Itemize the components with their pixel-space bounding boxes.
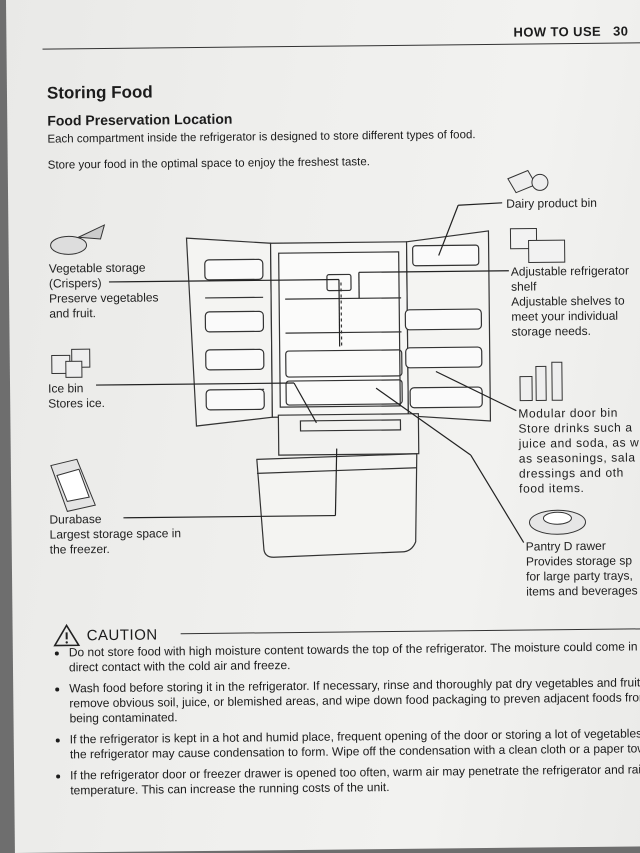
ice-cube-icon [51,348,91,378]
durabase-title: Durabase [49,512,102,527]
frozen-bag-icon [50,458,96,512]
refrigerator-diagram [50,169,586,558]
vegetable-title: Vegetable storage [48,260,146,276]
freezer-drawer [256,453,418,558]
pantry-desc-3: items and beverages [526,583,638,599]
door-desc-5: food items. [519,480,585,496]
platter-icon [529,509,586,535]
durabase-desc-1: Largest storage space in [49,526,182,542]
caution-list: Do not store food with high moisture con… [51,639,640,804]
durabase-label: Durabase Largest storage space in the fr… [49,511,181,557]
shelf-desc-2: meet your individual [511,308,619,324]
pantry-label: Pantry D rawer Provides storage sp for l… [526,538,638,599]
durabase-desc-2: the freezer. [49,541,110,557]
door-desc-1: Store drinks such a [518,420,633,436]
manual-page: HOW TO USE 30 Storing Food Food Preserva… [6,0,640,853]
vegetable-desc-1: Preserve vegetables [49,290,159,306]
ice-bin-compartment [277,413,420,456]
caution-title: CAUTION [86,625,158,644]
ice-bin-label: Ice bin Stores ice. [48,381,105,412]
caution-rule [180,628,640,635]
vegetable-sub: (Crispers) [48,276,102,291]
caution-item: If the refrigerator door or freezer draw… [70,762,640,798]
dairy-icon [507,169,549,194]
pantry-desc-1: Provides storage sp [525,553,633,569]
door-title: Modular door bin [518,405,619,421]
door-desc-4: dressings and oth [518,465,624,481]
shelf-title-1: Adjustable refrigerator [510,263,630,279]
warning-triangle-icon [53,623,81,647]
ice-title: Ice bin [47,381,84,396]
caution-item: Do not store food with high moisture con… [69,639,640,675]
vegetable-desc-2: and fruit. [49,306,97,321]
door-desc-2: juice and soda, as we [518,435,640,451]
dairy-label: Dairy product bin [506,195,597,211]
shelf-desc-1: Adjustable shelves to [511,293,625,309]
ice-desc: Stores ice. [48,395,106,411]
caution-item: Wash food before storing it in the refri… [69,675,640,726]
caution-item: If the refrigerator is kept in a hot and… [70,726,640,762]
pantry-desc-2: for large party trays, [525,568,633,584]
pantry-title: Pantry D rawer [525,538,606,554]
container-icon [509,227,566,264]
caution-heading: CAUTION [53,622,158,647]
door-bin-label: Modular door bin Store drinks such a jui… [518,405,640,496]
door-desc-3: as seasonings, sala [518,450,636,466]
vegetable-icon [50,224,106,255]
shelf-desc-3: storage needs. [511,323,591,339]
shelf-label: Adjustable refrigerator shelf Adjustable… [511,263,630,339]
vegetable-label: Vegetable storage (Crispers) Preserve ve… [49,260,159,321]
bottles-icon [519,361,563,402]
shelf-title-2: shelf [510,279,537,294]
